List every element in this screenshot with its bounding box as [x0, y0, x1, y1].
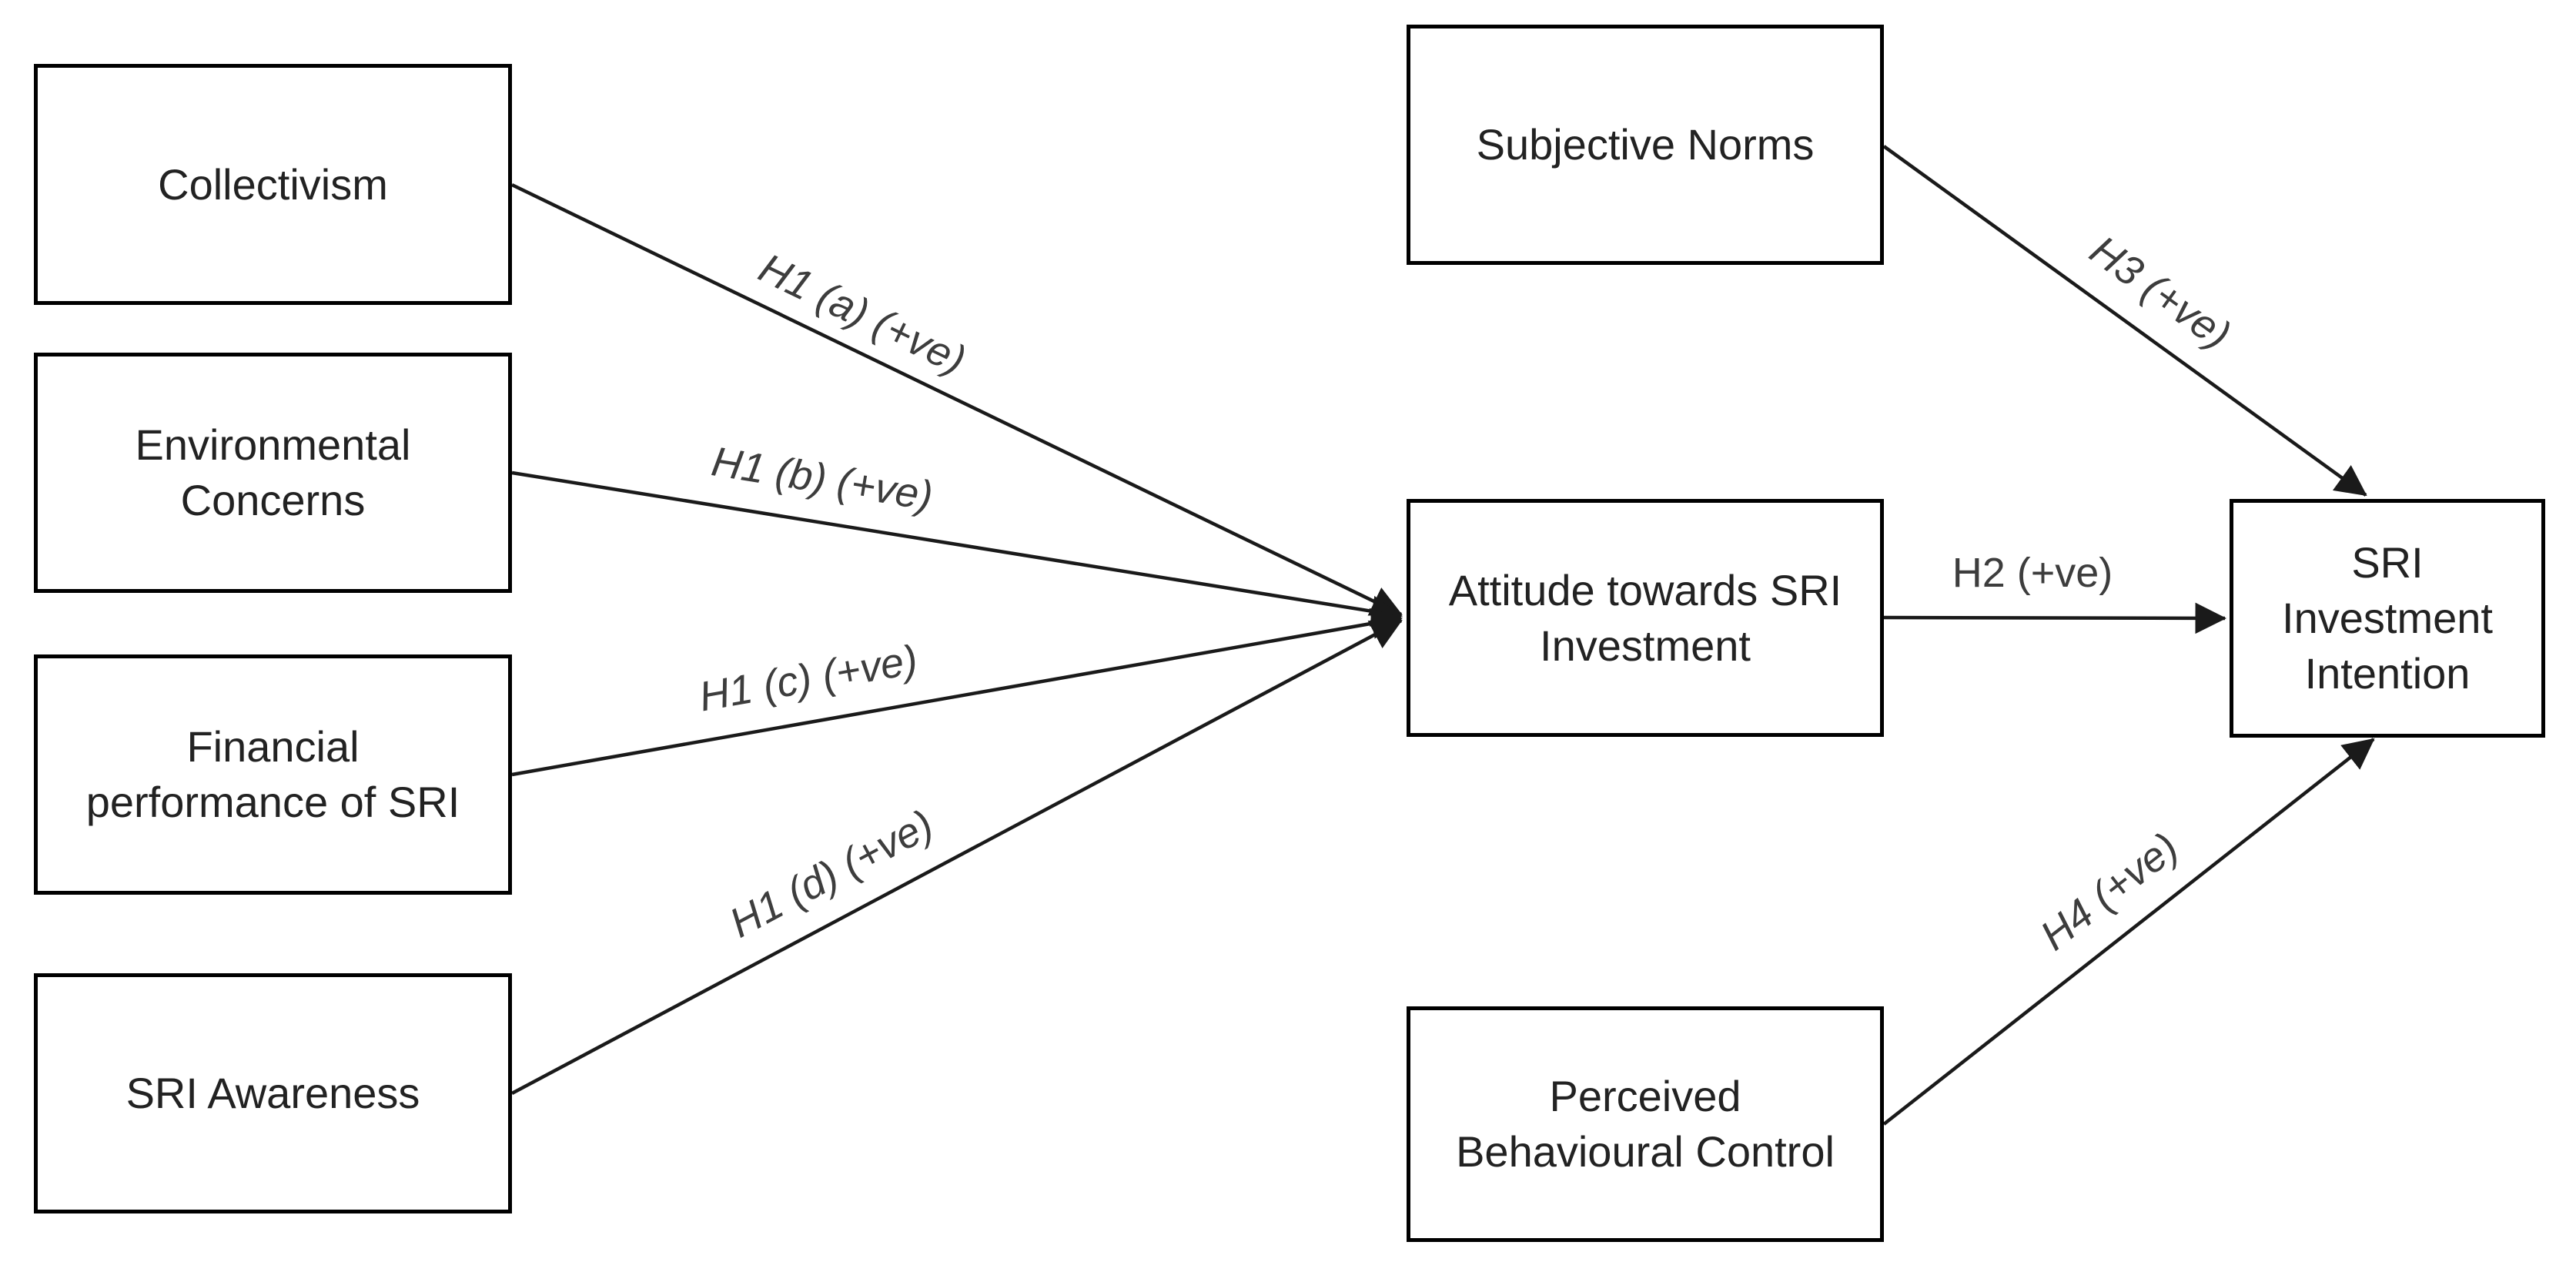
node-perceived-behavioural-control-label: Perceived Behavioural Control	[1456, 1072, 1835, 1176]
edge-label-h2: H2 (+ve)	[1952, 550, 2113, 596]
edge-h3-line	[1882, 145, 2367, 497]
node-attitude-towards-sri-investment: Attitude towards SRI Investment	[1407, 499, 1884, 737]
node-attitude-towards-sri-investment-label: Attitude towards SRI Investment	[1448, 565, 1842, 670]
node-financial-performance-of-sri-label: Financial performance of SRI	[85, 722, 460, 826]
node-perceived-behavioural-control: Perceived Behavioural Control	[1407, 1006, 1884, 1242]
edge-h1d-line	[510, 619, 1403, 1095]
node-sri-investment-intention: SRI Investment Intention	[2230, 499, 2545, 738]
node-financial-performance-of-sri: Financial performance of SRI	[34, 654, 512, 895]
edge-h1a-line	[511, 182, 1403, 617]
edge-h1b-line	[511, 470, 1403, 627]
edge-h1c-line	[511, 608, 1403, 777]
node-environmental-concerns-label: Environmental Concerns	[135, 420, 411, 524]
node-sri-awareness-label: SRI Awareness	[125, 1069, 420, 1118]
node-collectivism-label: Collectivism	[158, 159, 388, 209]
node-sri-investment-intention-label: SRI Investment Intention	[2282, 538, 2493, 698]
node-sri-awareness: SRI Awareness	[34, 973, 512, 1213]
node-subjective-norms: Subjective Norms	[1407, 25, 1884, 265]
edge-h4-line	[1882, 738, 2375, 1126]
node-collectivism: Collectivism	[34, 64, 512, 305]
node-environmental-concerns: Environmental Concerns	[34, 353, 512, 593]
node-subjective-norms-label: Subjective Norms	[1476, 120, 1815, 169]
